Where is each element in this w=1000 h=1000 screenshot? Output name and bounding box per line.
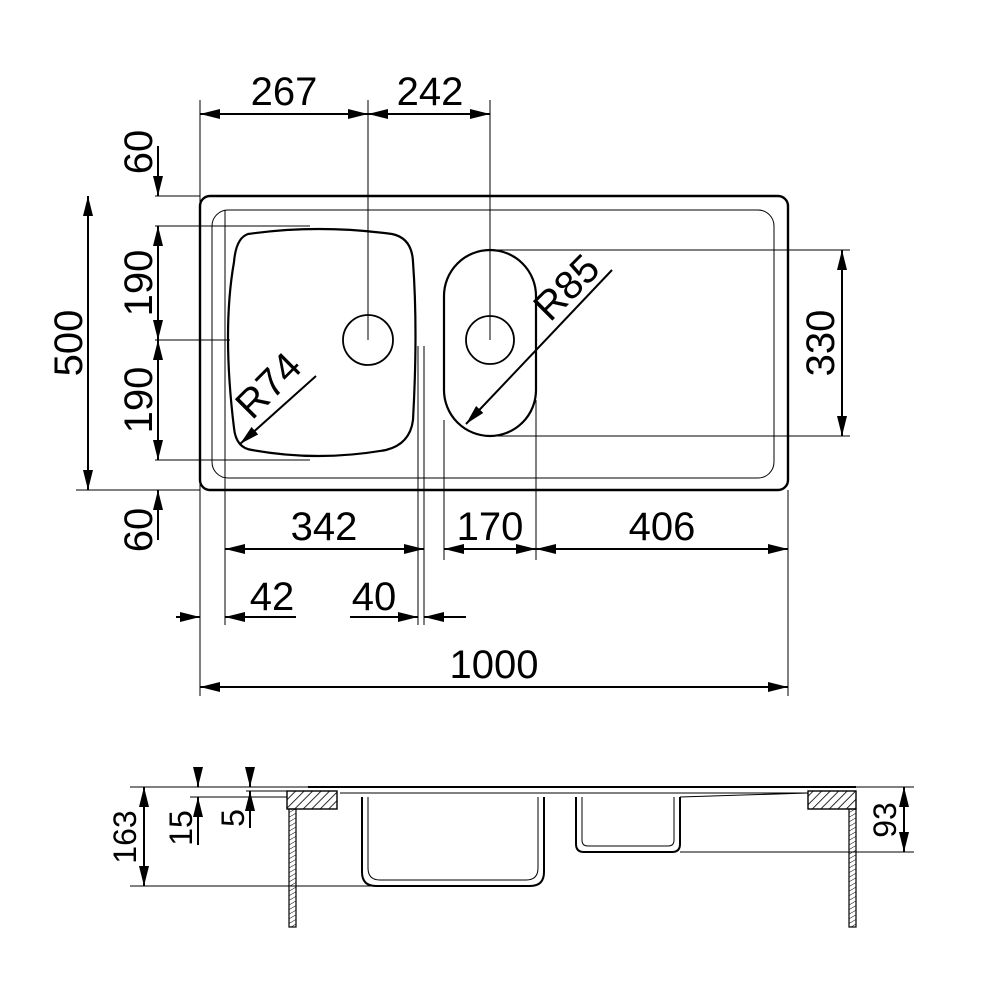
dim-label-242: 242 [397,70,464,114]
sink-outer-outline [198,194,790,492]
countertop-section-left [286,790,338,810]
dim-label-190-lower: 190 [117,367,161,434]
radius-label-r85: R85 [525,246,608,329]
dim-label-60-top: 60 [117,130,161,175]
dim-label-342: 342 [291,505,358,549]
dim-label-15: 15 [163,810,199,846]
cabinet-wall-left [288,808,297,928]
dim-label-163: 163 [107,810,143,863]
left-bowl-section [361,797,545,887]
dim-label-500: 500 [47,310,91,377]
dim-label-42: 42 [250,575,295,619]
right-bowl-section [575,797,681,853]
dim-label-267: 267 [251,70,318,114]
countertop-section-right [807,790,857,810]
dim-label-93: 93 [867,802,903,838]
radius-label-r74: R74 [227,344,310,427]
radius-line-r74 [239,375,317,445]
dim-label-190-upper: 190 [117,250,161,317]
sink-inner-rim [211,209,775,479]
dim-label-60-bottom: 60 [117,508,161,553]
cabinet-wall-right [848,808,857,928]
plan-view: 267 242 342 170 406 42 40 1000 60 190 19… [47,70,850,696]
left-bowl-outline [226,227,417,458]
section-view: 163 15 5 93 [107,767,914,928]
dim-label-406: 406 [629,505,696,549]
dim-label-40: 40 [352,575,397,619]
dim-label-330: 330 [799,310,843,377]
dim-label-5: 5 [215,809,251,827]
dim-label-170: 170 [457,505,524,549]
dim-label-1000: 1000 [450,643,539,687]
radius-line-r85 [465,269,613,425]
